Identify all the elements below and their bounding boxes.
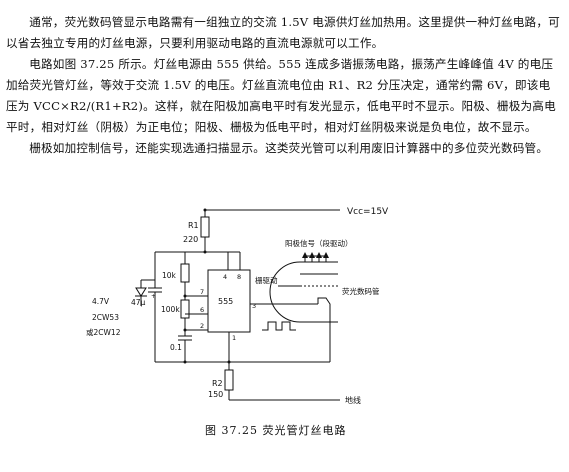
resistor-100k — [180, 299, 190, 319]
r10k-label: 10k — [162, 271, 177, 280]
r100k-label: 100k — [161, 305, 180, 314]
resistor-r1 — [200, 216, 210, 238]
vcc-label: Vcc=15V — [347, 207, 389, 217]
arrow-up-icon — [316, 252, 322, 258]
zener-alt-label: 或2CW12 — [86, 327, 121, 337]
pin6-label: 6 — [200, 306, 204, 314]
arrow-up-icon — [323, 252, 329, 258]
node-dot — [183, 360, 187, 364]
pin2-label: 2 — [200, 322, 204, 330]
zener-voltage-label: 4.7V — [92, 297, 110, 306]
r1-name-label: R1 — [188, 221, 199, 230]
arrow-up-icon — [309, 252, 315, 258]
pin1-label: 1 — [232, 334, 236, 342]
anode-signal-label: 阳极信号（段驱动） — [285, 238, 353, 248]
pin7-label: 7 — [200, 288, 204, 296]
fluorescent-tube-icon — [269, 261, 338, 323]
r2-name-label: R2 — [212, 379, 223, 388]
pin3-label: 3 — [252, 302, 256, 310]
paragraph-circuit-description: 电路如图 37.25 所示。灯丝电源由 555 供给。555 连成多谐振荡电路，… — [6, 57, 556, 134]
pin4-label: 4 — [223, 273, 227, 281]
c01-label: 0.1 — [170, 343, 182, 352]
figure-caption: 图 37.25 荧光管灯丝电路 — [205, 424, 347, 437]
r1-value-label: 220 — [183, 235, 198, 244]
zener-part-label: 2CW53 — [92, 313, 119, 322]
ground-label: 地线 — [345, 395, 361, 405]
r2-value-label: 150 — [208, 390, 223, 399]
resistor-10k — [180, 263, 190, 283]
paragraph-grid-control: 栅极如加控制信号，还能实现选通扫描显示。这类荧光管可以利用废旧计算器中的多位荧光… — [29, 141, 549, 155]
pin8-label: 8 — [237, 273, 241, 281]
arrow-up-icon — [302, 252, 308, 258]
grid-drive-label: 栅驱动 — [255, 275, 278, 285]
tube-label: 荧光数码管 — [342, 286, 380, 296]
plus-sign: + — [151, 293, 156, 300]
filament-icon — [317, 297, 331, 314]
paragraph-intro: 通常，荧光数码管显示电路需有一组独立的交流 1.5V 电源供灯丝加热用。这里提供… — [6, 15, 560, 50]
zener-diode-icon — [135, 287, 147, 297]
filament-circuit-diagram: Vcc=15V R1 220 10k 100k 0.1 + 47μ 4.7V 2… — [86, 207, 389, 405]
resistor-r2 — [224, 369, 234, 391]
c47u-label: 47μ — [131, 298, 146, 307]
ic-label: 555 — [218, 297, 233, 306]
square-wave-icon — [262, 321, 296, 331]
